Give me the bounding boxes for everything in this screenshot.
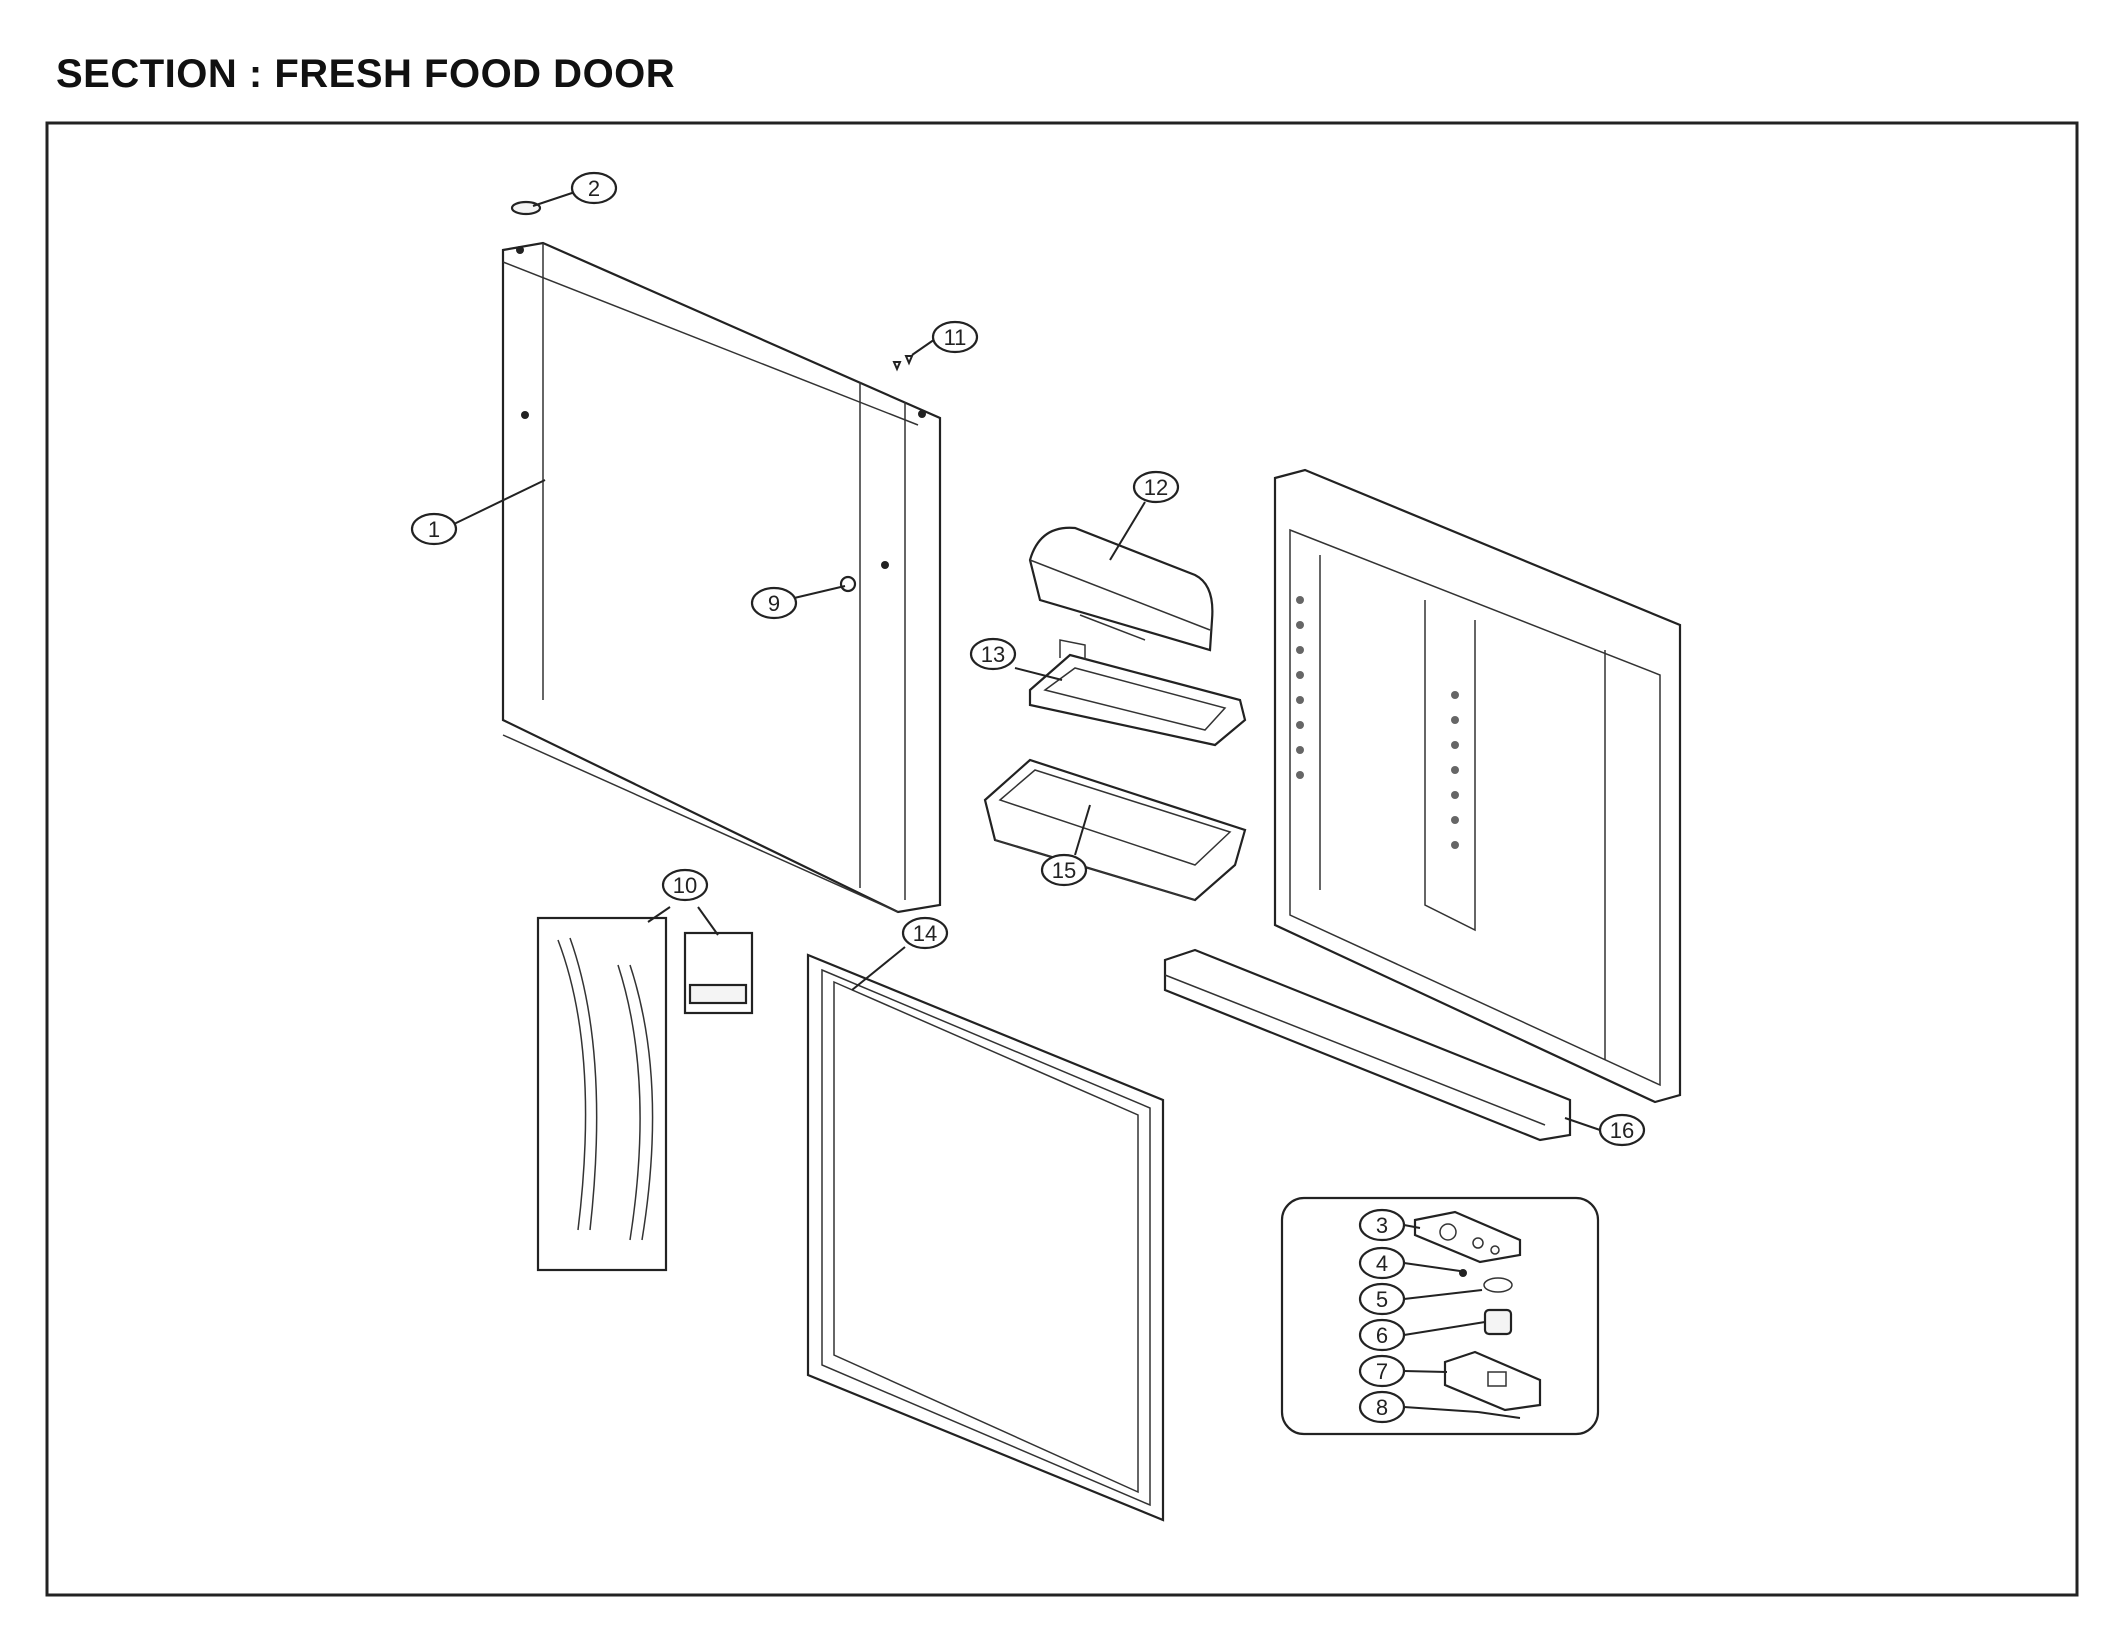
callout-15: 15 <box>1040 853 1088 887</box>
svg-text:15: 15 <box>1052 858 1076 883</box>
svg-text:14: 14 <box>913 921 937 946</box>
svg-text:6: 6 <box>1376 1323 1388 1348</box>
callout-13: 13 <box>969 637 1017 671</box>
section-title: SECTION : FRESH FOOD DOOR <box>56 52 676 96</box>
leader-lines <box>453 190 1601 1413</box>
diagram-frame <box>45 121 2079 1597</box>
svg-text:2: 2 <box>588 176 600 201</box>
svg-text:12: 12 <box>1144 475 1168 500</box>
door-outer-panel <box>501 241 942 914</box>
handle-assembly <box>536 916 754 1272</box>
svg-text:5: 5 <box>1376 1287 1388 1312</box>
callout-8: 8 <box>1358 1390 1406 1424</box>
callout-10: 10 <box>661 868 709 902</box>
svg-text:7: 7 <box>1376 1359 1388 1384</box>
callout-11: 11 <box>931 320 979 354</box>
dairy-bin <box>1028 639 1247 747</box>
callout-6: 6 <box>1358 1318 1406 1352</box>
svg-text:10: 10 <box>673 873 697 898</box>
callout-4: 4 <box>1358 1246 1406 1280</box>
svg-text:11: 11 <box>944 325 967 350</box>
svg-text:3: 3 <box>1376 1213 1388 1238</box>
callout-14: 14 <box>901 916 949 950</box>
door-gasket <box>806 953 1165 1522</box>
callout-1: 1 <box>410 512 458 546</box>
callout-9: 9 <box>750 586 798 620</box>
callout-5: 5 <box>1358 1282 1406 1316</box>
callout-2: 2 <box>570 171 618 205</box>
dairy-cover <box>1028 526 1214 652</box>
door-shelf-rail <box>1163 948 1572 1142</box>
callout-12: 12 <box>1132 470 1180 504</box>
svg-text:4: 4 <box>1376 1251 1388 1276</box>
svg-text:13: 13 <box>981 642 1005 667</box>
screws <box>892 355 914 372</box>
door-inner-liner <box>1273 468 1682 1104</box>
hinge-detail-box <box>1280 1196 1600 1436</box>
svg-text:16: 16 <box>1610 1118 1634 1143</box>
door-bin <box>983 758 1247 902</box>
callout-16: 16 <box>1598 1113 1646 1147</box>
hinge-cap <box>510 200 542 216</box>
svg-text:1: 1 <box>428 517 440 542</box>
callout-3: 3 <box>1358 1208 1406 1242</box>
svg-text:9: 9 <box>768 591 780 616</box>
svg-text:8: 8 <box>1376 1395 1388 1420</box>
callout-7: 7 <box>1358 1354 1406 1388</box>
